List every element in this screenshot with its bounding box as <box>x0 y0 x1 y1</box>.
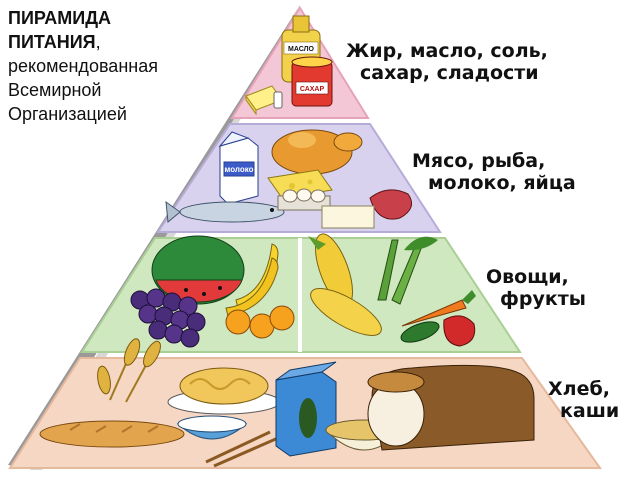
roast-chicken <box>271 129 363 175</box>
rice-bowl <box>176 415 248 440</box>
grapes <box>130 288 206 348</box>
jar-sugar-label: САХАР <box>300 86 325 93</box>
cucumber <box>400 321 440 343</box>
tier-grains-label: Хлеб, каши <box>548 378 619 422</box>
jar-top-label: МАСЛО <box>288 46 315 53</box>
red-pepper <box>443 315 476 347</box>
tofu-block <box>321 205 375 229</box>
chopsticks <box>205 430 279 468</box>
title-line4: Всемирной <box>8 80 102 100</box>
tier-fats-line1: Жир, масло, соль, <box>346 40 548 62</box>
salt-shaker <box>273 91 283 109</box>
tier-produce-line2: фрукты <box>500 288 586 310</box>
title-line5: Организацией <box>8 104 127 124</box>
wheat-stalks <box>97 338 161 403</box>
baguette <box>39 420 185 448</box>
tier-grains-line1: Хлеб, <box>548 378 610 400</box>
bananas <box>225 243 279 317</box>
tier-produce-line1: Овощи, <box>486 266 569 288</box>
fish <box>165 200 285 223</box>
tier-protein-label: Мясо, рыба, молоко, яйца <box>412 150 576 194</box>
tier-fats-line2: сахар, сладости <box>360 62 539 84</box>
cereal-box <box>275 361 337 457</box>
title-line2-bold: ПИТАНИЯ <box>8 32 96 52</box>
tier-protein-line1: Мясо, рыба, <box>412 150 546 172</box>
eggs-tray <box>277 188 331 211</box>
sugar-jar: САХАР <box>291 56 333 107</box>
carrot <box>401 290 476 327</box>
tier-grains-line2: каши <box>560 400 620 422</box>
bread-loaf <box>367 364 535 451</box>
pasta-plate <box>167 367 281 415</box>
title-line3: рекомендованная <box>8 56 158 76</box>
corn-cobs <box>308 233 382 336</box>
watermelon <box>151 235 245 305</box>
milk-carton-label: молоко <box>224 165 253 174</box>
faint-overlay-text: ранения <box>100 162 166 181</box>
tier-fats-label: Жир, масло, соль, сахар, сладости <box>346 40 548 84</box>
orange-slices <box>225 305 295 339</box>
tier-produce-label: Овощи, фрукты <box>486 266 586 310</box>
title-line2-rest: , <box>95 32 101 52</box>
meat-steak <box>369 189 413 220</box>
pyramid-title: ПИРАМИДА ПИТАНИЯ, рекомендованная Всемир… <box>8 6 238 126</box>
milk-carton: молоко <box>218 131 259 205</box>
tier-protein-line2: молоко, яйца <box>428 172 576 194</box>
leeks-greens <box>377 236 438 305</box>
title-line1: ПИРАМИДА <box>8 8 112 28</box>
